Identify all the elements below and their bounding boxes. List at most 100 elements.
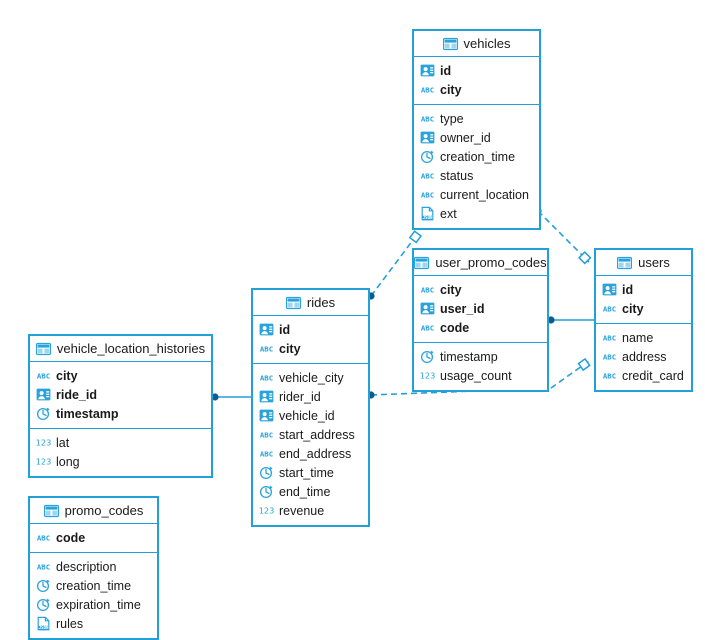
field-name: description [56,559,117,574]
abc-string-icon: ABC [602,368,617,383]
field-row[interactable]: ABC code [414,318,547,337]
field-name: code [56,530,86,545]
field-row[interactable]: ABC credit_card [596,366,691,385]
table-header[interactable]: rides [253,290,368,316]
svg-text:ABC: ABC [421,85,434,94]
field-name: rules [56,616,84,631]
field-row[interactable]: id [596,280,691,299]
uuid-key-icon [259,322,274,337]
field-row[interactable]: timestamp [414,347,547,366]
abc-string-icon: ABC [602,330,617,345]
clock-timestamp-icon [36,406,51,421]
field-row[interactable]: rider_id [253,387,368,406]
field-name: usage_count [440,368,512,383]
table-header[interactable]: vehicle_location_histories [30,336,211,362]
field-row[interactable]: id [253,320,368,339]
relationship-user-promo-codes-to-users[interactable] [547,316,594,324]
table-header[interactable]: vehicles [414,31,539,57]
123-number-icon: 123 [36,454,51,469]
field-name: city [279,341,301,356]
clock-timestamp-icon [36,597,51,612]
field-row[interactable]: end_time [253,482,368,501]
field-row[interactable]: ABC name [596,328,691,347]
abc-string-icon: ABC [420,187,435,202]
uuid-key-icon [420,301,435,316]
field-name: owner_id [440,130,491,145]
svg-text:ABC: ABC [37,371,50,380]
field-name: type [440,111,464,126]
field-name: ext [440,206,457,221]
field-name: id [279,322,291,337]
table-header[interactable]: promo_codes [30,498,157,524]
field-row[interactable]: creation_time [414,147,539,166]
field-name: city [440,282,462,297]
svg-text:ABC: ABC [37,562,50,571]
field-row[interactable]: creation_time [30,576,157,595]
field-row[interactable]: ride_id [30,385,211,404]
relationship-vehicle-location-histories-to-rides[interactable] [211,393,251,401]
table-header[interactable]: user_promo_codes [414,250,547,276]
table-name: promo_codes [64,503,144,518]
field-row[interactable]: owner_id [414,128,539,147]
abc-string-icon: ABC [602,301,617,316]
abc-string-icon: ABC [420,320,435,335]
field-row[interactable]: timestamp [30,404,211,423]
field-row[interactable]: id [414,61,539,80]
svg-text:ABC: ABC [603,371,616,380]
123-number-icon: 123 [36,435,51,450]
field-row[interactable]: user_id [414,299,547,318]
uuid-key-icon [420,63,435,78]
field-name: code [440,320,470,335]
svg-text:ABC: ABC [421,323,434,332]
table-name: vehicles [463,36,511,51]
field-row[interactable]: JSON rules [30,614,157,633]
field-name: ride_id [56,387,97,402]
field-row[interactable]: ABC description [30,557,157,576]
field-row[interactable]: expiration_time [30,595,157,614]
field-row[interactable]: vehicle_id [253,406,368,425]
table-name: vehicle_location_histories [56,341,206,356]
field-name: id [440,63,452,78]
svg-text:ABC: ABC [260,373,273,382]
field-name: end_time [279,484,331,499]
field-row[interactable]: start_time [253,463,368,482]
abc-string-icon: ABC [36,559,51,574]
field-name: start_time [279,465,334,480]
field-name: name [622,330,654,345]
field-name: timestamp [56,406,119,421]
table-icon [617,256,633,270]
table-header[interactable]: users [596,250,691,276]
svg-text:ABC: ABC [603,304,616,313]
json-document-icon: JSON [36,616,51,631]
field-name: credit_card [622,368,684,383]
